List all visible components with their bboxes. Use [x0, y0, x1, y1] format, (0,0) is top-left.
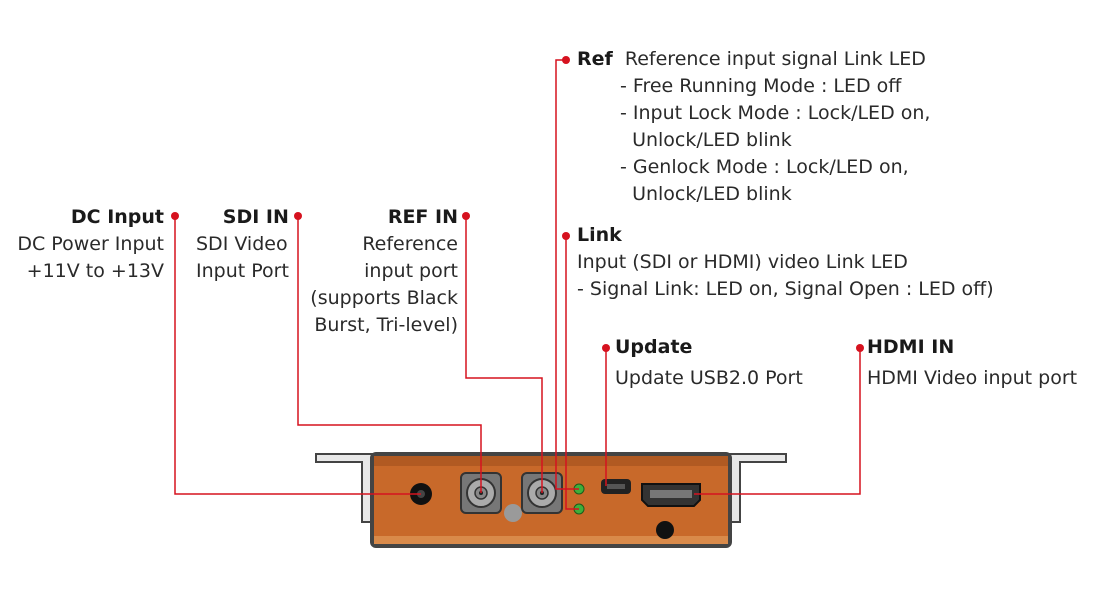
- callout-title: Link: [577, 224, 622, 246]
- callout-title: Update: [615, 336, 693, 358]
- callout-line: input port: [364, 260, 458, 282]
- callout-line: Unlock/LED blink: [620, 129, 792, 151]
- callout-line: - Free Running Mode : LED off: [620, 75, 902, 97]
- callout-title: HDMI IN: [867, 336, 955, 358]
- callout-line: Input (SDI or HDMI) video Link LED: [577, 251, 908, 273]
- callout-title: DC Input: [70, 206, 164, 228]
- callout-ref: Ref Reference input signal Link LED - Fr…: [577, 46, 930, 208]
- callout-update: Update Update USB2.0 Port: [615, 334, 803, 392]
- callout-line: Unlock/LED blink: [620, 183, 792, 205]
- callout-subtitle: Reference input signal Link LED: [624, 48, 926, 70]
- callout-line: Reference: [362, 233, 458, 255]
- leader-ref: [555, 59, 579, 490]
- device-flange-right: [727, 453, 787, 523]
- callout-line: (supports Black: [310, 287, 458, 309]
- callout-title: REF IN: [387, 206, 458, 228]
- screw: [504, 504, 522, 522]
- callout-line: - Input Lock Mode : Lock/LED on,: [620, 102, 931, 124]
- device-flange-left: [315, 453, 373, 523]
- leader-hdmi-in: [694, 348, 861, 495]
- callout-line: DC Power Input: [17, 233, 164, 255]
- callout-line: Update USB2.0 Port: [615, 367, 803, 389]
- callout-title: SDI IN: [222, 206, 289, 228]
- callout-line: HDMI Video input port: [867, 367, 1078, 389]
- callout-line: - Genlock Mode : Lock/LED on,: [620, 156, 909, 178]
- callout-sdi-in: SDI IN SDI Video Input Port: [196, 204, 289, 285]
- callout-line: Input Port: [196, 260, 289, 282]
- callout-ref-in: REF IN Reference input port (supports Bl…: [310, 204, 458, 339]
- callout-dc-input: DC Input DC Power Input +11V to +13V: [17, 204, 164, 285]
- leader-dc-input: [174, 216, 421, 495]
- callout-line: SDI Video: [196, 233, 288, 255]
- callout-hdmi-in: HDMI IN HDMI Video input port: [867, 334, 1077, 392]
- callout-line: - Signal Link: LED on, Signal Open : LED…: [577, 278, 994, 300]
- callout-link: Link Input (SDI or HDMI) video Link LED …: [577, 222, 994, 303]
- leader-link: [565, 236, 579, 510]
- screw: [656, 521, 674, 539]
- leader-ref-in: [465, 216, 543, 493]
- leader-sdi-in: [297, 216, 482, 493]
- callout-line: Burst, Tri-level): [314, 314, 458, 336]
- callout-title: Ref: [577, 48, 613, 70]
- callout-line: +11V to +13V: [26, 260, 164, 282]
